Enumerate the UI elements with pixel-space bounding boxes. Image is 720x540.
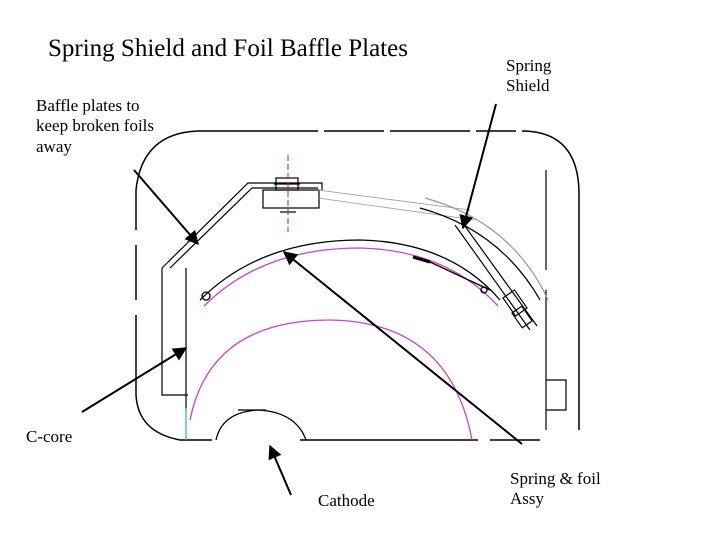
inner-frame <box>161 170 567 430</box>
label-baffle-plates: Baffle plates to keep broken foils away <box>36 96 155 156</box>
cathode-shape <box>185 408 307 441</box>
arrow-spring-foil <box>282 251 523 445</box>
arrow-cathode <box>268 444 292 496</box>
arrow-c-core <box>81 347 188 413</box>
label-spring-shield: Spring Shield <box>506 56 552 96</box>
arrow-spring-shield <box>459 103 497 230</box>
leader-arrows <box>81 103 523 496</box>
label-spring-foil-assy: Spring & foil Assy <box>510 469 601 509</box>
label-c-core: C-core <box>26 427 73 446</box>
spring-shield-arc <box>419 197 549 331</box>
arrow-baffle <box>133 169 199 246</box>
housing-outline <box>135 130 580 441</box>
clamp-block <box>262 177 476 221</box>
foil-spring-curves <box>189 239 501 441</box>
label-cathode: Cathode <box>318 491 375 510</box>
diagram-title: Spring Shield and Foil Baffle Plates <box>48 35 408 62</box>
